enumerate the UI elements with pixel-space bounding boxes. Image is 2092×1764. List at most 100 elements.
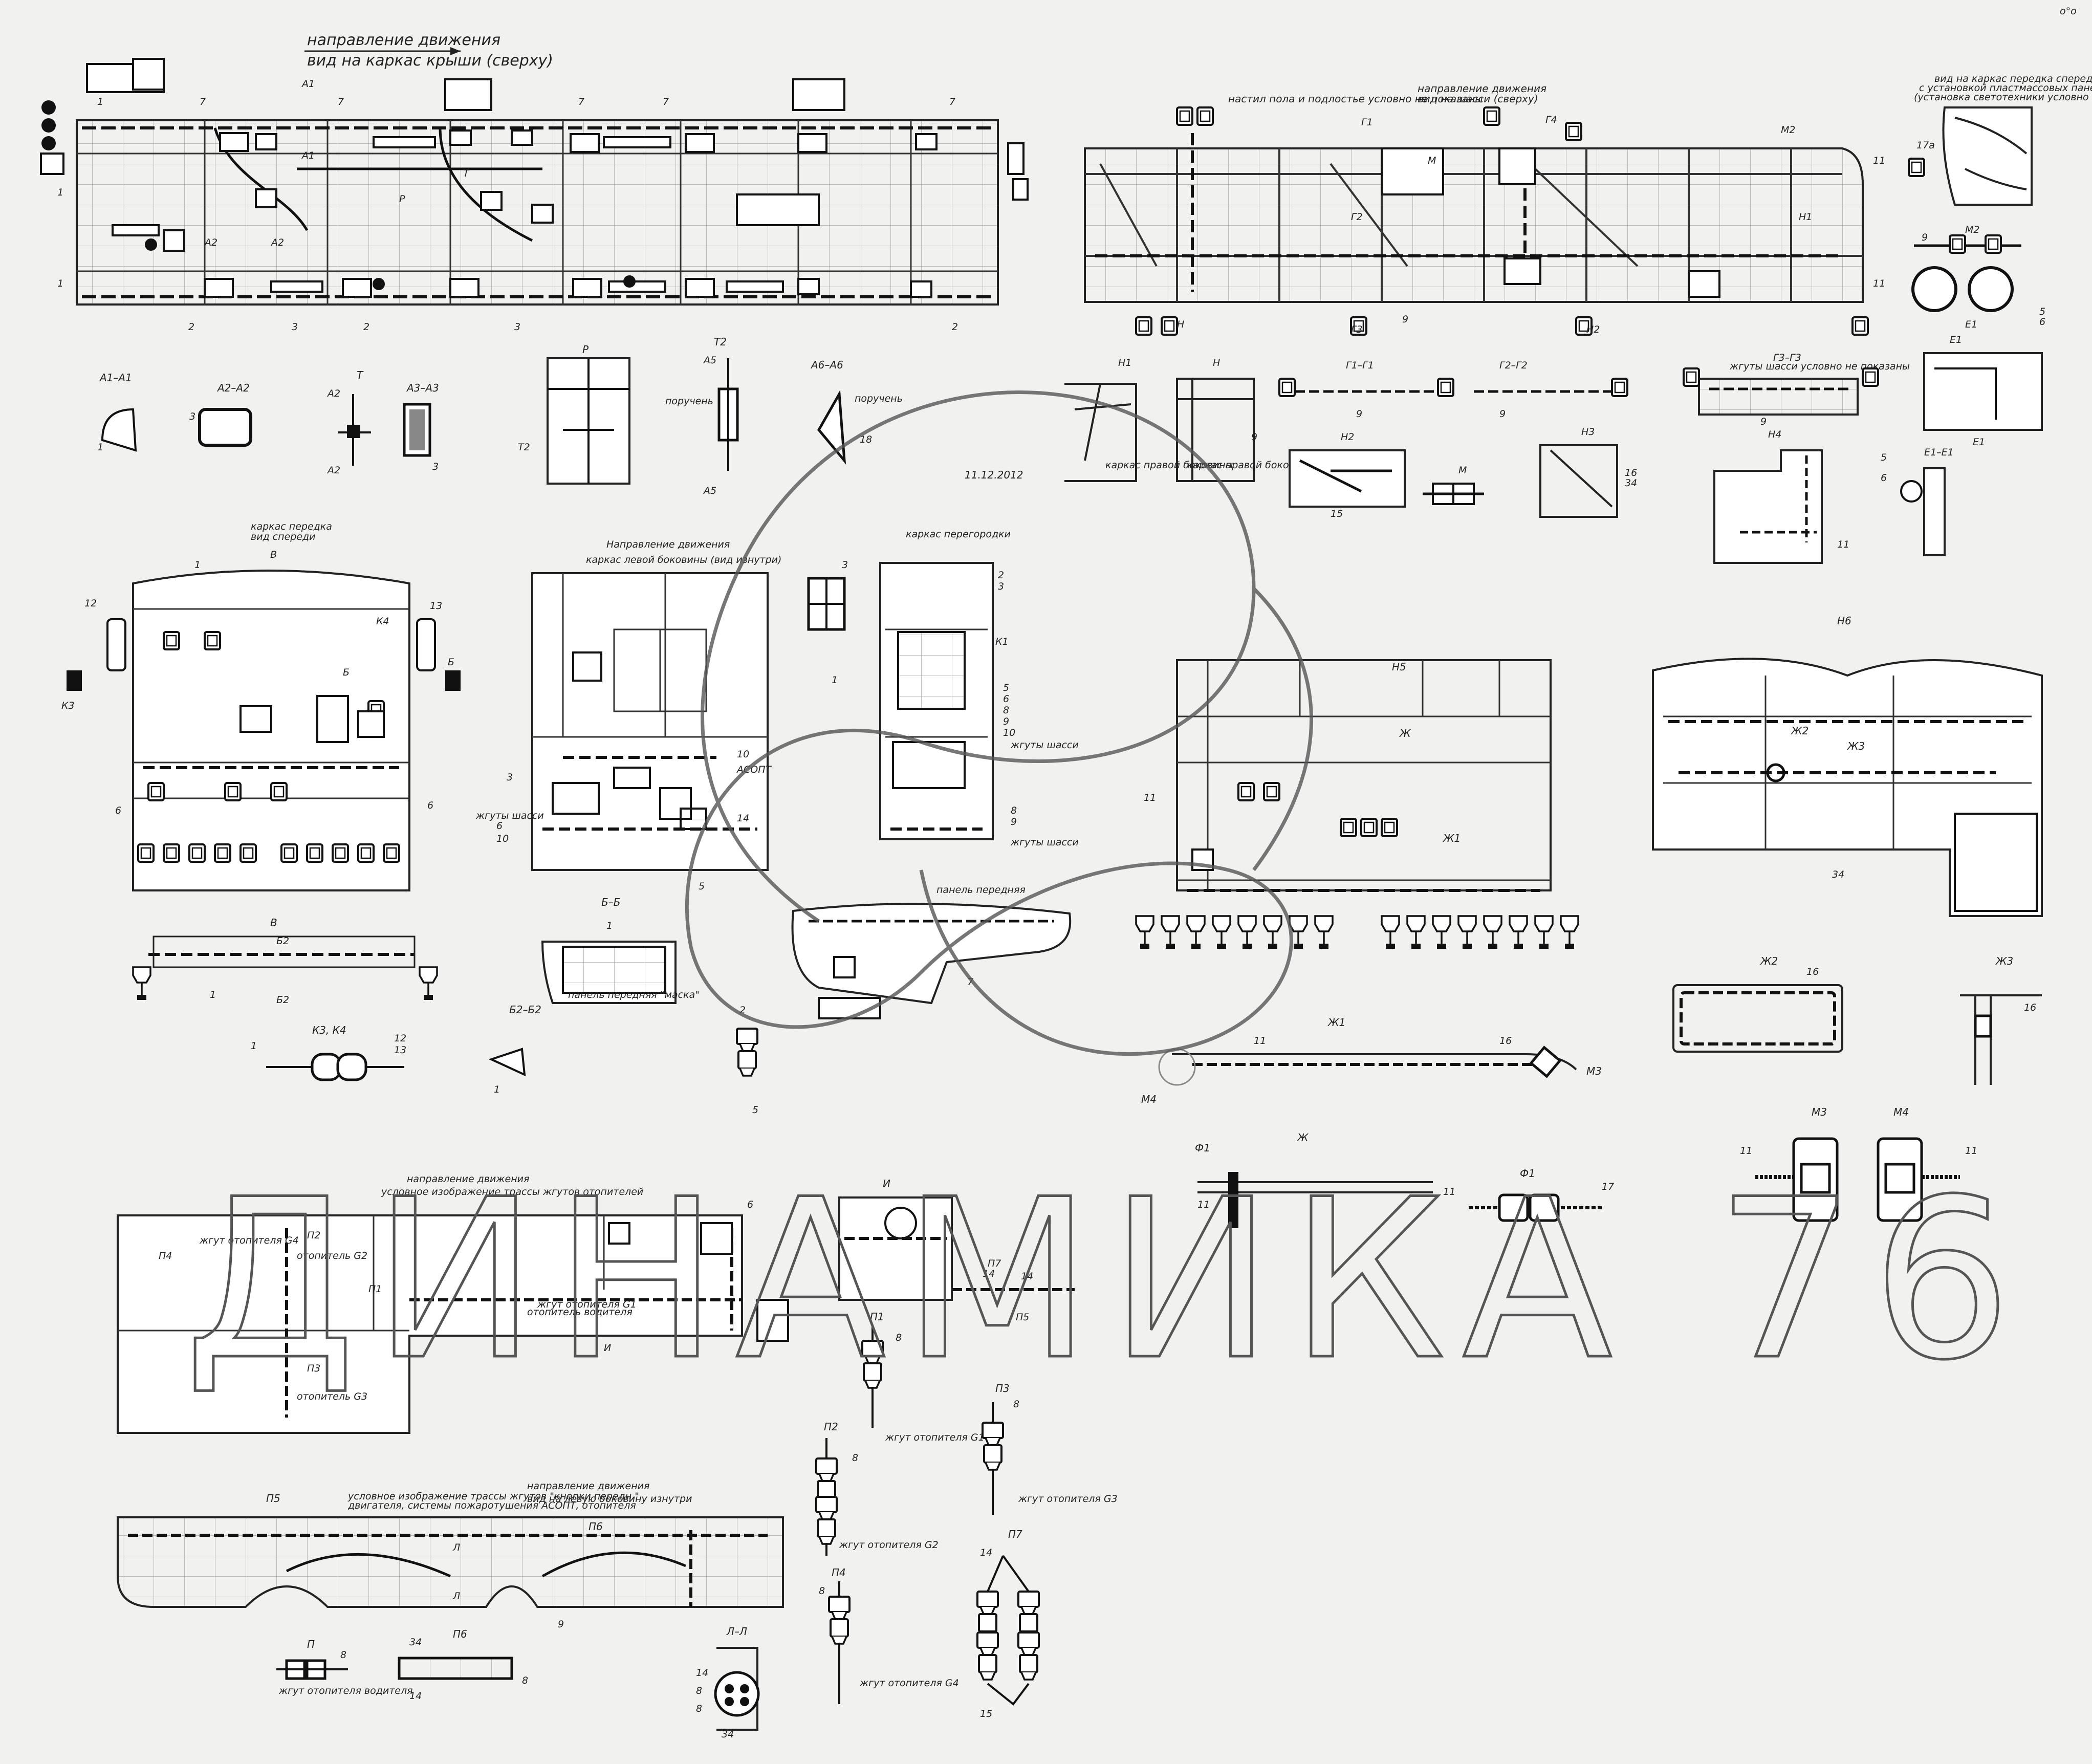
rear-title: вид на каркас передка спереди [1934,73,2092,84]
view-e: Е1 5 6 Е1 Е1 [1923,306,2045,448]
front-view: каркас передка вид спереди В 1 12 13 К3 … [61,521,461,891]
svg-text:Г4: Г4 [1545,114,1557,125]
svg-text:А5: А5 [703,485,716,496]
svg-text:Г3: Г3 [1351,324,1363,335]
svg-text:Л: Л [452,1591,460,1602]
view-n4: Н4 11 [1713,429,1849,564]
harness-p7: П7 14 15 [976,1528,1040,1719]
view-t2: Т2 поручень А5 А5 [665,336,739,496]
svg-text:Г1: Г1 [1361,117,1373,128]
svg-text:В: В [270,549,277,560]
svg-text:18: 18 [860,434,872,445]
svg-text:Р: Р [399,193,405,205]
svg-text:жгуты шасси: жгуты шасси [1010,837,1079,848]
svg-text:8: 8 [819,1585,825,1597]
view-m4: М4 11 [1877,1106,1977,1222]
svg-text:А1–А1: А1–А1 [99,372,132,384]
section-a6-a6: А6–А6 поручень 18 [810,359,903,465]
svg-text:11: 11 [1197,1199,1210,1210]
svg-text:5: 5 [2039,306,2045,317]
svg-text:6: 6 [1881,472,1887,484]
svg-text:Н5: Н5 [1392,661,1406,673]
view-zh3: Ж3 16 [1960,955,2042,1085]
svg-text:1: 1 [494,1084,500,1095]
svg-text:П2: П2 [307,1230,320,1241]
svg-text:поручень: поручень [855,393,903,404]
roof-title: вид на каркас крыши (сверху) [307,52,553,70]
svg-text:3: 3 [514,321,520,333]
svg-text:Ж3: Ж3 [1995,955,2013,967]
view-p6: П6 34 8 14 [398,1628,528,1702]
svg-text:направление движения: направление движения [527,1480,649,1492]
chassis-view: настил пола и подлостье условно не показ… [1084,82,1885,336]
svg-text:панель передняя: панель передняя [936,884,1026,896]
svg-text:10: 10 [1003,727,1015,738]
svg-text:12: 12 [394,1033,406,1044]
front-panel-view: панель передняя 2 7 5 [736,884,1072,1116]
svg-text:9: 9 [1003,716,1009,727]
svg-text:направление движения: направление движения [407,1173,529,1185]
svg-text:Е1: Е1 [1973,437,1985,448]
svg-text:2: 2 [998,570,1004,581]
svg-text:А6–А6: А6–А6 [810,359,843,371]
svg-text:Направление движения: Направление движения [606,539,730,550]
svg-text:отопитель G3: отопитель G3 [297,1391,367,1402]
svg-text:11: 11 [1740,1145,1752,1157]
svg-text:каркас правой боковины: каркас правой боковины [1187,460,1315,471]
svg-text:8: 8 [1011,805,1017,816]
partition-callouts: 3 К1 1 2 3 5 6 8 9 10 8 9 жгуты шасси жг… [832,559,1079,848]
svg-text:Н1: Н1 [1799,211,1812,223]
svg-text:3: 3 [507,772,513,783]
svg-text:жгут отопителя G4: жгут отопителя G4 [199,1235,299,1246]
svg-text:К3: К3 [61,700,75,711]
svg-text:А1: А1 [301,150,315,161]
view-g3: Г3–Г3 жгуты шасси условно не показаны 9 [1683,352,1910,427]
svg-text:10: 10 [737,749,749,760]
svg-text:жгут отопителя G1: жгут отопителя G1 [885,1432,985,1443]
svg-text:3: 3 [998,581,1004,592]
svg-text:А2: А2 [326,388,340,399]
svg-text:Б2: Б2 [276,935,289,947]
section-b-b: Б–Б панель передняя "маска" 1 [541,896,700,1004]
svg-text:11: 11 [1837,539,1849,550]
svg-text:А2–А2: А2–А2 [216,382,250,394]
svg-text:Ж3: Ж3 [1846,740,1865,752]
svg-text:6: 6 [2039,316,2045,328]
section-a2-a2: А2–А2 3 [189,382,252,447]
chassis-direction: направление движения [1418,82,1546,95]
svg-text:8: 8 [340,1649,346,1661]
svg-text:М2: М2 [1781,124,1795,136]
svg-text:1: 1 [832,674,838,686]
svg-text:15: 15 [1331,508,1343,519]
svg-text:отопитель G2: отопитель G2 [297,1250,367,1261]
svg-text:7: 7 [338,96,344,107]
svg-text:1: 1 [57,278,63,289]
floor-labels: жгут отопителя G4 отопитель G2 отопитель… [199,1235,637,1402]
svg-text:11: 11 [1873,278,1885,289]
svg-text:2: 2 [363,321,369,333]
svg-text:Н: Н [1177,319,1184,330]
roof-view: направление движения вид на каркас крыши… [40,31,1029,333]
svg-text:10: 10 [496,833,509,844]
svg-text:9: 9 [1356,408,1362,420]
svg-text:34: 34 [722,1729,734,1740]
svg-text:П3: П3 [995,1382,1010,1395]
view-m3: М3 11 [1740,1106,1839,1222]
view-f1: Ф1 11 17 [1443,1167,1614,1222]
svg-text:1: 1 [57,187,63,198]
view-n: Н каркас правой боковины 9 [1176,357,1315,482]
svg-text:Н: Н [1213,357,1220,368]
svg-text:5: 5 [752,1104,758,1116]
svg-text:1: 1 [606,920,613,931]
svg-text:П4: П4 [832,1566,846,1579]
section-b2-b2: Б2–Б2 1 [488,1004,541,1095]
floor-callouts: П4 П2 П1 П3 И 6 [159,1199,753,1374]
left-side-frame-view: Направление движения каркас левой бокови… [475,539,781,892]
svg-text:Н2: Н2 [1586,324,1600,335]
svg-text:13: 13 [394,1044,406,1056]
svg-text:жгут отопителя G4: жгут отопителя G4 [859,1678,959,1689]
svg-text:8: 8 [522,1675,528,1686]
svg-text:Ж1: Ж1 [1442,832,1461,844]
svg-text:11: 11 [1873,155,1885,166]
